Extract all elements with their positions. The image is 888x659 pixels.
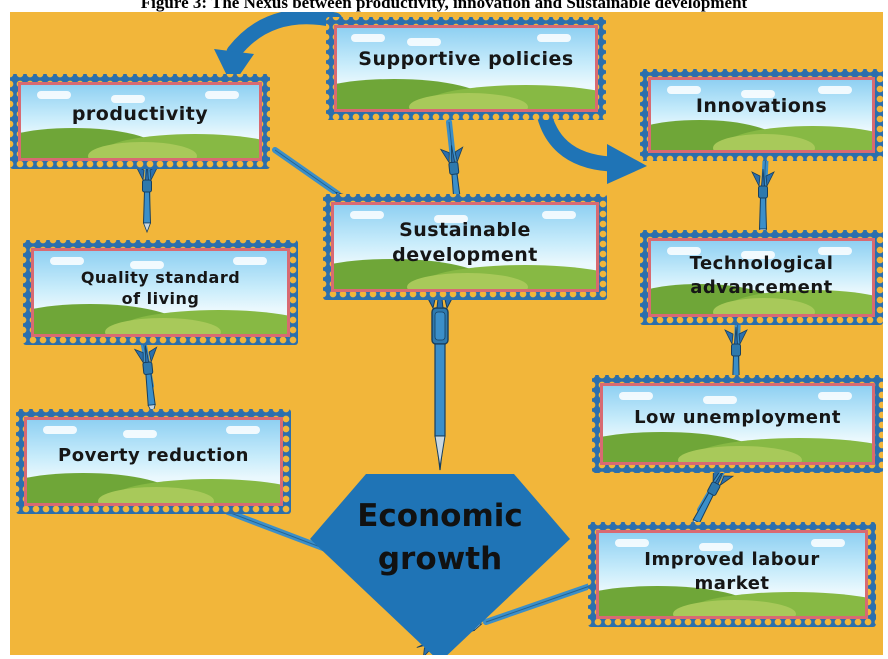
dart-policies-to-sustainable <box>439 119 471 216</box>
dart-quality-to-poverty <box>133 331 165 416</box>
economic-growth-label: Economic growth <box>357 498 523 577</box>
node-poverty-reduction: Poverty reduction <box>16 409 291 514</box>
node-label: Sustainable development <box>392 219 538 266</box>
figure-caption: Figure 3: The Nexus between productivity… <box>140 0 748 12</box>
node-label: Innovations <box>695 94 828 117</box>
node-label: productivity <box>71 103 209 126</box>
node-label: Quality standard of living <box>80 267 241 308</box>
dart-innovations-to-technological <box>751 147 775 239</box>
node-label: Supportive policies <box>358 48 574 71</box>
node-innovations: Innovations <box>640 69 883 161</box>
node-sustainable-development: Sustainable development <box>323 194 607 300</box>
node-label: Improved labour market <box>644 549 820 594</box>
diagram-panel: Supportive policies productivity Innovat… <box>10 12 883 655</box>
dart-sustainable-to-economic <box>420 279 460 471</box>
economic-growth-diamond <box>310 474 570 655</box>
node-productivity: productivity <box>10 74 270 169</box>
dart-unemployment-to-labour <box>681 462 735 535</box>
arrow-head-right <box>607 144 647 184</box>
dart-productivity-to-sustainable <box>272 147 400 242</box>
node-supportive-policies: Supportive policies <box>326 17 606 120</box>
dart-productivity-to-quality <box>135 159 159 233</box>
node-label: Poverty reduction <box>58 444 249 466</box>
node-label: Technological advancement <box>689 253 834 298</box>
node-quality-standard-of-living: Quality standard of living <box>23 240 298 345</box>
arrow-head-left <box>214 49 254 86</box>
node-label: Low unemployment <box>634 407 841 429</box>
dart-labour-to-economic <box>412 583 593 655</box>
node-low-unemployment: Low unemployment <box>592 375 883 473</box>
node-technological-advancement: Technological advancement <box>640 230 883 325</box>
arrow-policies-to-productivity <box>226 12 343 60</box>
node-improved-labour-market: Improved labour market <box>588 522 876 627</box>
